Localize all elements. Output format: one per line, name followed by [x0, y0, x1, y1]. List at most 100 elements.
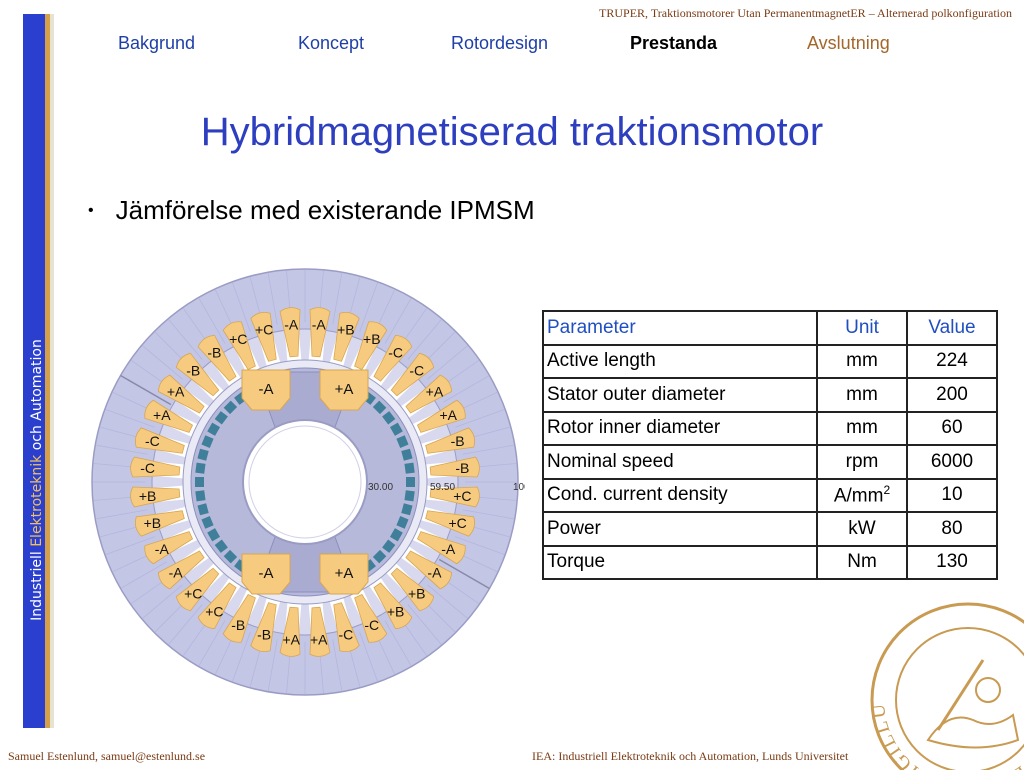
cell-unit: mm: [816, 410, 908, 446]
stator-slot: [366, 574, 413, 630]
rotor-coil: [319, 369, 369, 411]
cell-value: 10: [906, 477, 998, 513]
slot-winding: [405, 374, 453, 414]
rotor-coil-label: -A: [259, 565, 274, 582]
slot-label: +A: [310, 631, 328, 647]
magnet-block: [223, 549, 238, 564]
stator-mesh-line: [427, 345, 468, 380]
cell-value: 60: [906, 410, 998, 446]
slot-winding: [157, 550, 205, 590]
stator-mesh-line: [455, 409, 505, 428]
nav-item-rotordesign[interactable]: Rotordesign: [451, 33, 549, 53]
slot-winding: [416, 399, 466, 433]
stator-mesh-line: [455, 536, 505, 555]
magnet-block: [396, 435, 409, 448]
stator-mesh-line: [462, 509, 514, 520]
slot-label: +B: [363, 331, 381, 347]
slot-winding: [429, 456, 480, 478]
stator-slot: [383, 352, 435, 404]
stator-mesh-line: [96, 444, 148, 455]
cell-value: 130: [906, 544, 998, 580]
slot-winding: [175, 567, 220, 612]
stator-slot: [421, 485, 480, 508]
slot-label: -C: [145, 433, 160, 449]
unit-text: rpm: [845, 450, 879, 472]
slot-winding: [354, 321, 388, 371]
slot-winding: [429, 486, 480, 508]
slot-winding: [157, 374, 205, 414]
magnet-block: [389, 422, 403, 436]
stator-slot: [279, 307, 302, 366]
slot-label: +C: [255, 321, 273, 337]
stator-mesh-line: [168, 319, 203, 360]
slot-label: +C: [229, 331, 247, 347]
slot-label: +B: [387, 603, 405, 619]
slot-label: -C: [364, 617, 379, 633]
scale-label: 59.50: [430, 482, 455, 493]
stator-slot: [383, 560, 435, 612]
slot-winding: [197, 334, 237, 382]
rotor-magnet: [195, 462, 206, 474]
slot-label: +B: [144, 515, 162, 531]
magnet-block: [207, 528, 221, 542]
magnet-block: [214, 539, 228, 553]
stator-mesh-line: [359, 282, 378, 332]
slot-label: -B: [231, 617, 245, 633]
scale-label: 100.0: [513, 482, 525, 493]
cell-parameter: Active length: [542, 343, 818, 379]
stator-mesh-line: [121, 561, 167, 589]
magnet-block: [372, 549, 387, 564]
seal-outer-ring: [870, 602, 1024, 770]
rotor-magnet: [382, 539, 396, 553]
sidebar-title: Industriell Elektroteknik och Automation: [29, 339, 45, 621]
slot-winding: [279, 307, 301, 358]
rotor-coil-label: +A: [335, 381, 354, 398]
nav-item-koncept[interactable]: Koncept: [298, 33, 365, 53]
slide-title: Hybridmagnetiserad traktionsmotor: [200, 110, 824, 154]
slot-winding: [309, 606, 331, 657]
slot-winding: [405, 550, 453, 590]
stator-slot: [130, 485, 189, 508]
motor-cross-section: -A-A+B+B-C-C+A+A-B-B+C+C-A-A+B+B-C-C+A+A…: [91, 268, 525, 696]
slot-label: -A: [441, 541, 456, 557]
slot-label: +B: [139, 488, 157, 504]
slot-label: +A: [426, 383, 444, 399]
rotor-coil: [241, 553, 291, 595]
cell-parameter: Cond. current density: [542, 477, 818, 513]
cell-unit: A/mm2: [816, 477, 908, 513]
rotor-magnet: [223, 400, 238, 415]
stator-mesh-line: [384, 298, 412, 344]
stator-mesh-line: [198, 298, 226, 344]
cell-value: 6000: [906, 444, 998, 480]
header-value: Value: [906, 310, 998, 346]
footer-institution: IEA: Industriell Elektroteknik och Autom…: [532, 749, 849, 763]
unit-text: mm: [846, 417, 878, 439]
nav-item-prestanda[interactable]: Prestanda: [630, 33, 718, 53]
unit-text: kW: [848, 517, 876, 539]
magnet-block: [201, 516, 214, 529]
nav-item-avslutning[interactable]: Avslutning: [807, 33, 890, 53]
stator-mesh-line: [198, 620, 226, 666]
rotor-magnet: [214, 411, 228, 425]
header-parameter: Parameter: [542, 310, 818, 346]
rotor-magnet: [197, 448, 209, 461]
stator-slot: [279, 598, 302, 657]
slot-label: +C: [184, 586, 202, 602]
nav-item-bakgrund[interactable]: Bakgrund: [118, 33, 196, 53]
slot-winding: [130, 486, 181, 508]
stator-mesh-line: [332, 639, 343, 691]
cell-unit: mm: [816, 377, 908, 413]
stator-slot: [134, 505, 193, 537]
cell-unit: rpm: [816, 444, 908, 480]
stator-slot: [417, 427, 476, 459]
stator-slot: [175, 352, 227, 404]
seal-sword: [936, 659, 985, 731]
stator-slot: [134, 427, 193, 459]
slot-label: -A: [155, 541, 170, 557]
